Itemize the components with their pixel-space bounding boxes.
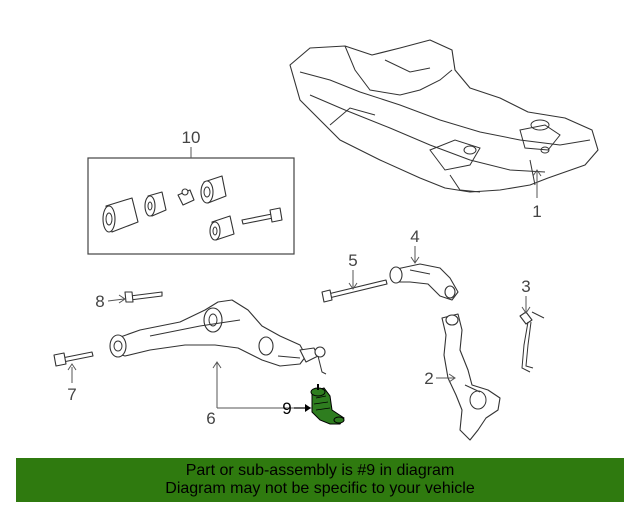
control-arm-part-6[interactable] — [109, 299, 327, 375]
subframe-part-1[interactable] — [289, 39, 599, 193]
callout-3: 3 — [521, 277, 530, 296]
callout-5: 5 — [348, 251, 357, 270]
bolt-part-5[interactable] — [321, 279, 388, 303]
bolt-part-8[interactable] — [124, 291, 163, 303]
callout-8: 8 — [95, 292, 104, 311]
callout-7: 7 — [67, 385, 76, 404]
knuckle-part-2[interactable] — [441, 313, 501, 441]
info-banner: Part or sub-assembly is #9 in diagram Di… — [16, 458, 624, 502]
control-arm-part-4[interactable] — [389, 263, 459, 301]
callout-4: 4 — [410, 227, 419, 246]
callout-1: 1 — [532, 202, 541, 221]
banner-line-1: Part or sub-assembly is #9 in diagram — [185, 462, 455, 479]
callout-9-arrow — [294, 404, 311, 412]
bolt-part-7[interactable] — [53, 351, 94, 367]
callout-6: 6 — [206, 409, 215, 428]
link-part-3[interactable] — [519, 311, 545, 373]
callout-10: 10 — [182, 128, 201, 147]
parts-diagram: 10 1 5 4 3 2 8 7 6 9 — [53, 39, 599, 441]
ball-joint-part-9[interactable] — [310, 384, 345, 425]
banner-line-2: Diagram may not be specific to your vehi… — [165, 480, 475, 497]
callout-9: 9 — [282, 399, 291, 418]
bushing-kit-part-10[interactable] — [87, 157, 295, 255]
callout-2: 2 — [424, 369, 433, 388]
